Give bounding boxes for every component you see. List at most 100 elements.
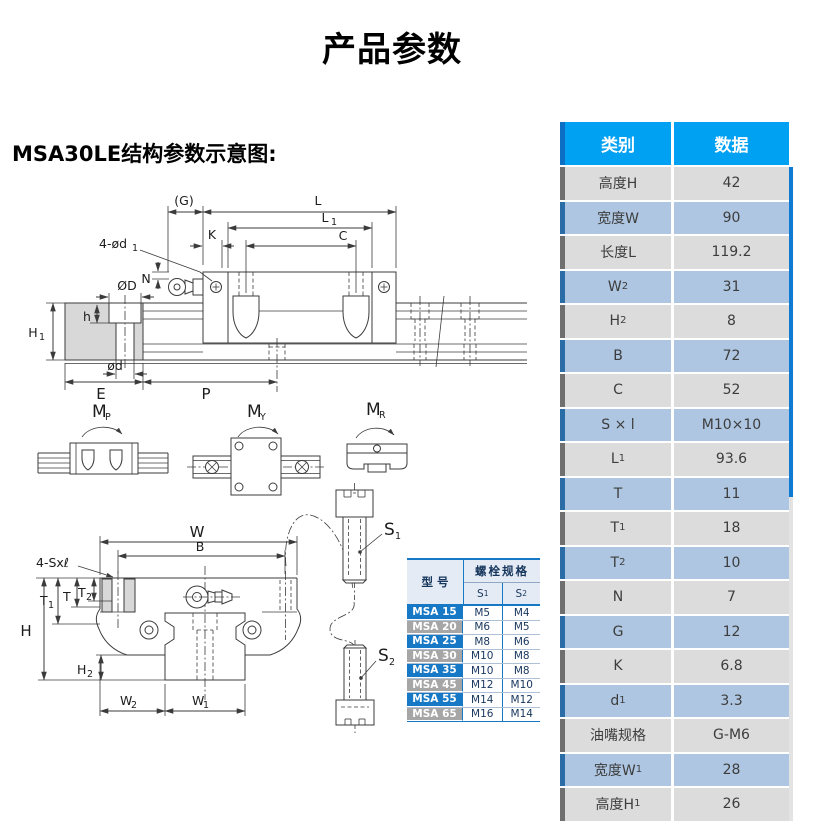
- row-accent: [560, 443, 565, 476]
- dim-label-w2-sub: 2: [131, 700, 137, 711]
- parameter-value: 18: [674, 512, 789, 545]
- parameter-value: 93.6: [674, 443, 789, 476]
- dim-label-h2: H: [77, 662, 86, 677]
- row-accent: [560, 408, 565, 441]
- row-accent: [560, 512, 565, 545]
- parameter-value: 7: [674, 581, 789, 614]
- bolt-model: MSA 55: [407, 693, 463, 707]
- header-accent: [560, 122, 565, 165]
- bolt-s2-value: M5: [513, 621, 530, 634]
- parameter-label: 长度L: [565, 236, 671, 269]
- mp-label: M: [92, 402, 107, 422]
- dim-label-l1: L: [322, 210, 329, 225]
- bolt-s2-value: M6: [513, 635, 530, 648]
- dim-label-t: T: [62, 589, 71, 604]
- rail-hole: [410, 296, 430, 366]
- dim-label-k: K: [208, 227, 217, 242]
- header-data: 数据: [674, 122, 789, 165]
- parameter-label: 宽度W: [565, 201, 671, 234]
- parameter-value: 11: [674, 477, 789, 510]
- bolt-s1-value: M5: [463, 606, 503, 620]
- bolt-header-model: 型 号: [407, 560, 464, 604]
- parameter-label: N: [565, 581, 671, 614]
- bolt-s2-value: M10: [510, 679, 533, 692]
- parameter-value: 31: [674, 270, 789, 303]
- dim-label-e: E: [96, 385, 105, 403]
- side-view: [64, 271, 527, 392]
- row-accent: [560, 305, 565, 338]
- break-line: [435, 295, 445, 368]
- structure-diagram: (G) L L 1 C K 4-ød 1 N ØD h H 1 ød: [20, 193, 527, 733]
- scrollbar-thumb[interactable]: [789, 167, 793, 497]
- bolt-model: MSA 35: [407, 664, 463, 678]
- parameter-value: 90: [674, 201, 789, 234]
- s1-label-sub: 1: [395, 531, 401, 542]
- bolt-s1-value: M8: [463, 635, 503, 649]
- dim-label-h: h: [83, 309, 91, 324]
- bolt-model: MSA 20: [407, 620, 463, 634]
- parameter-value: 3.3: [674, 684, 789, 717]
- parameter-label: S × l: [565, 408, 671, 441]
- bolt-s1-value: M6: [463, 620, 503, 634]
- dim-label-t2: T: [77, 585, 86, 600]
- parameter-label: G: [565, 615, 671, 648]
- dim-label-sxl: 4-Sxℓ: [36, 555, 69, 570]
- bolt-model: MSA 25: [407, 635, 463, 649]
- bolt-s1-value: M14: [463, 693, 503, 707]
- row-accent: [560, 719, 565, 752]
- row-accent: [560, 788, 565, 821]
- dim-label-w1: W: [192, 693, 204, 708]
- parameter-value: 8: [674, 305, 789, 338]
- parameter-value: 26: [674, 788, 789, 821]
- row-accent: [560, 684, 565, 717]
- dim-label-h2-sub: 2: [87, 669, 93, 680]
- parameter-value: 12: [674, 615, 789, 648]
- row-accent: [560, 374, 565, 407]
- mr-label-sub: R: [379, 410, 386, 421]
- dim-label-holes-sub: 1: [132, 243, 138, 254]
- diagram-subtitle: MSA30LE结构参数示意图:: [12, 142, 277, 166]
- side-view-dimensions: (G) L L 1 C K 4-ød 1 N ØD h H 1 ød: [28, 193, 397, 403]
- row-accent: [560, 167, 565, 200]
- s1-label: S: [384, 520, 395, 540]
- row-accent: [560, 201, 565, 234]
- s2-label-sub: 2: [389, 657, 395, 668]
- dim-label-w1-sub: 1: [203, 700, 209, 711]
- row-accent: [560, 236, 565, 269]
- dim-label-c: C: [339, 228, 348, 243]
- bolt-s2: S 2: [329, 601, 395, 733]
- parameter-value: 52: [674, 374, 789, 407]
- dim-label-holes: 4-ød: [99, 236, 127, 251]
- parameter-value: 6.8: [674, 650, 789, 683]
- dim-label-h1: H: [28, 325, 37, 340]
- parameter-label: 高度H: [565, 167, 671, 200]
- row-accent: [560, 650, 565, 683]
- row-accent: [560, 546, 565, 579]
- dim-label-p: P: [201, 385, 210, 403]
- bolt-s1-value: M12: [463, 678, 503, 692]
